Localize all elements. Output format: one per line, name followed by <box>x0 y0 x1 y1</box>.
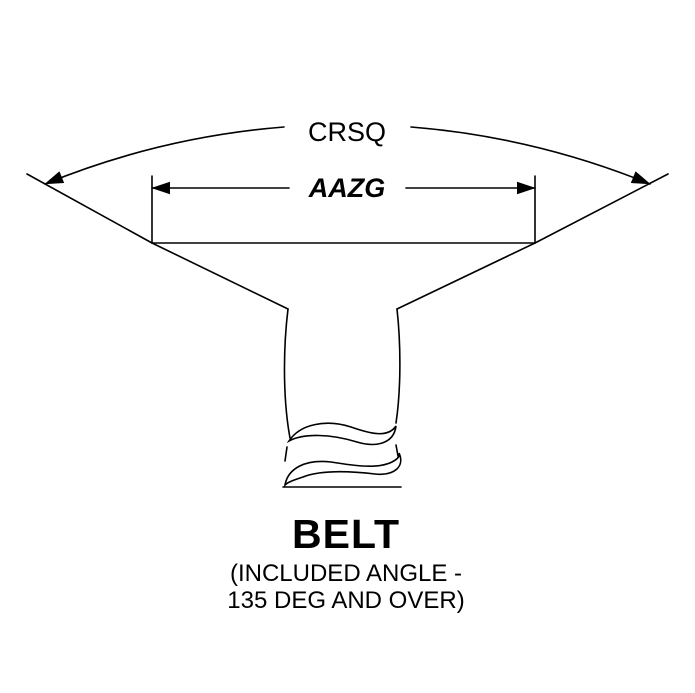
shank-right-line <box>395 308 401 424</box>
included-angle-arc-right <box>410 126 651 185</box>
included-angle-arc-left <box>44 126 285 185</box>
break-connector-right <box>395 444 399 457</box>
caption-subtitle-line1: (INCLUDED ANGLE - <box>230 560 462 587</box>
head-cone-right-line <box>396 242 536 310</box>
break-connector-left <box>284 446 288 462</box>
countersink-surface-right-line <box>534 173 669 244</box>
break-symbol-lower <box>283 452 402 488</box>
caption-title: BELT <box>292 511 400 557</box>
labels-group: CRSQ AAZG BELT (INCLUDED ANGLE - 135 DEG… <box>227 117 464 614</box>
angle-dimension-label: CRSQ <box>308 117 386 147</box>
head-cone-left-line <box>151 242 289 310</box>
shank-left-line <box>283 308 291 439</box>
linework-group <box>26 126 669 488</box>
caption-subtitle-line2: 135 DEG AND OVER) <box>227 587 464 614</box>
width-dimension-label: AAZG <box>308 173 386 203</box>
break-symbol-upper <box>286 422 397 446</box>
countersink-surface-left-line <box>26 173 153 244</box>
